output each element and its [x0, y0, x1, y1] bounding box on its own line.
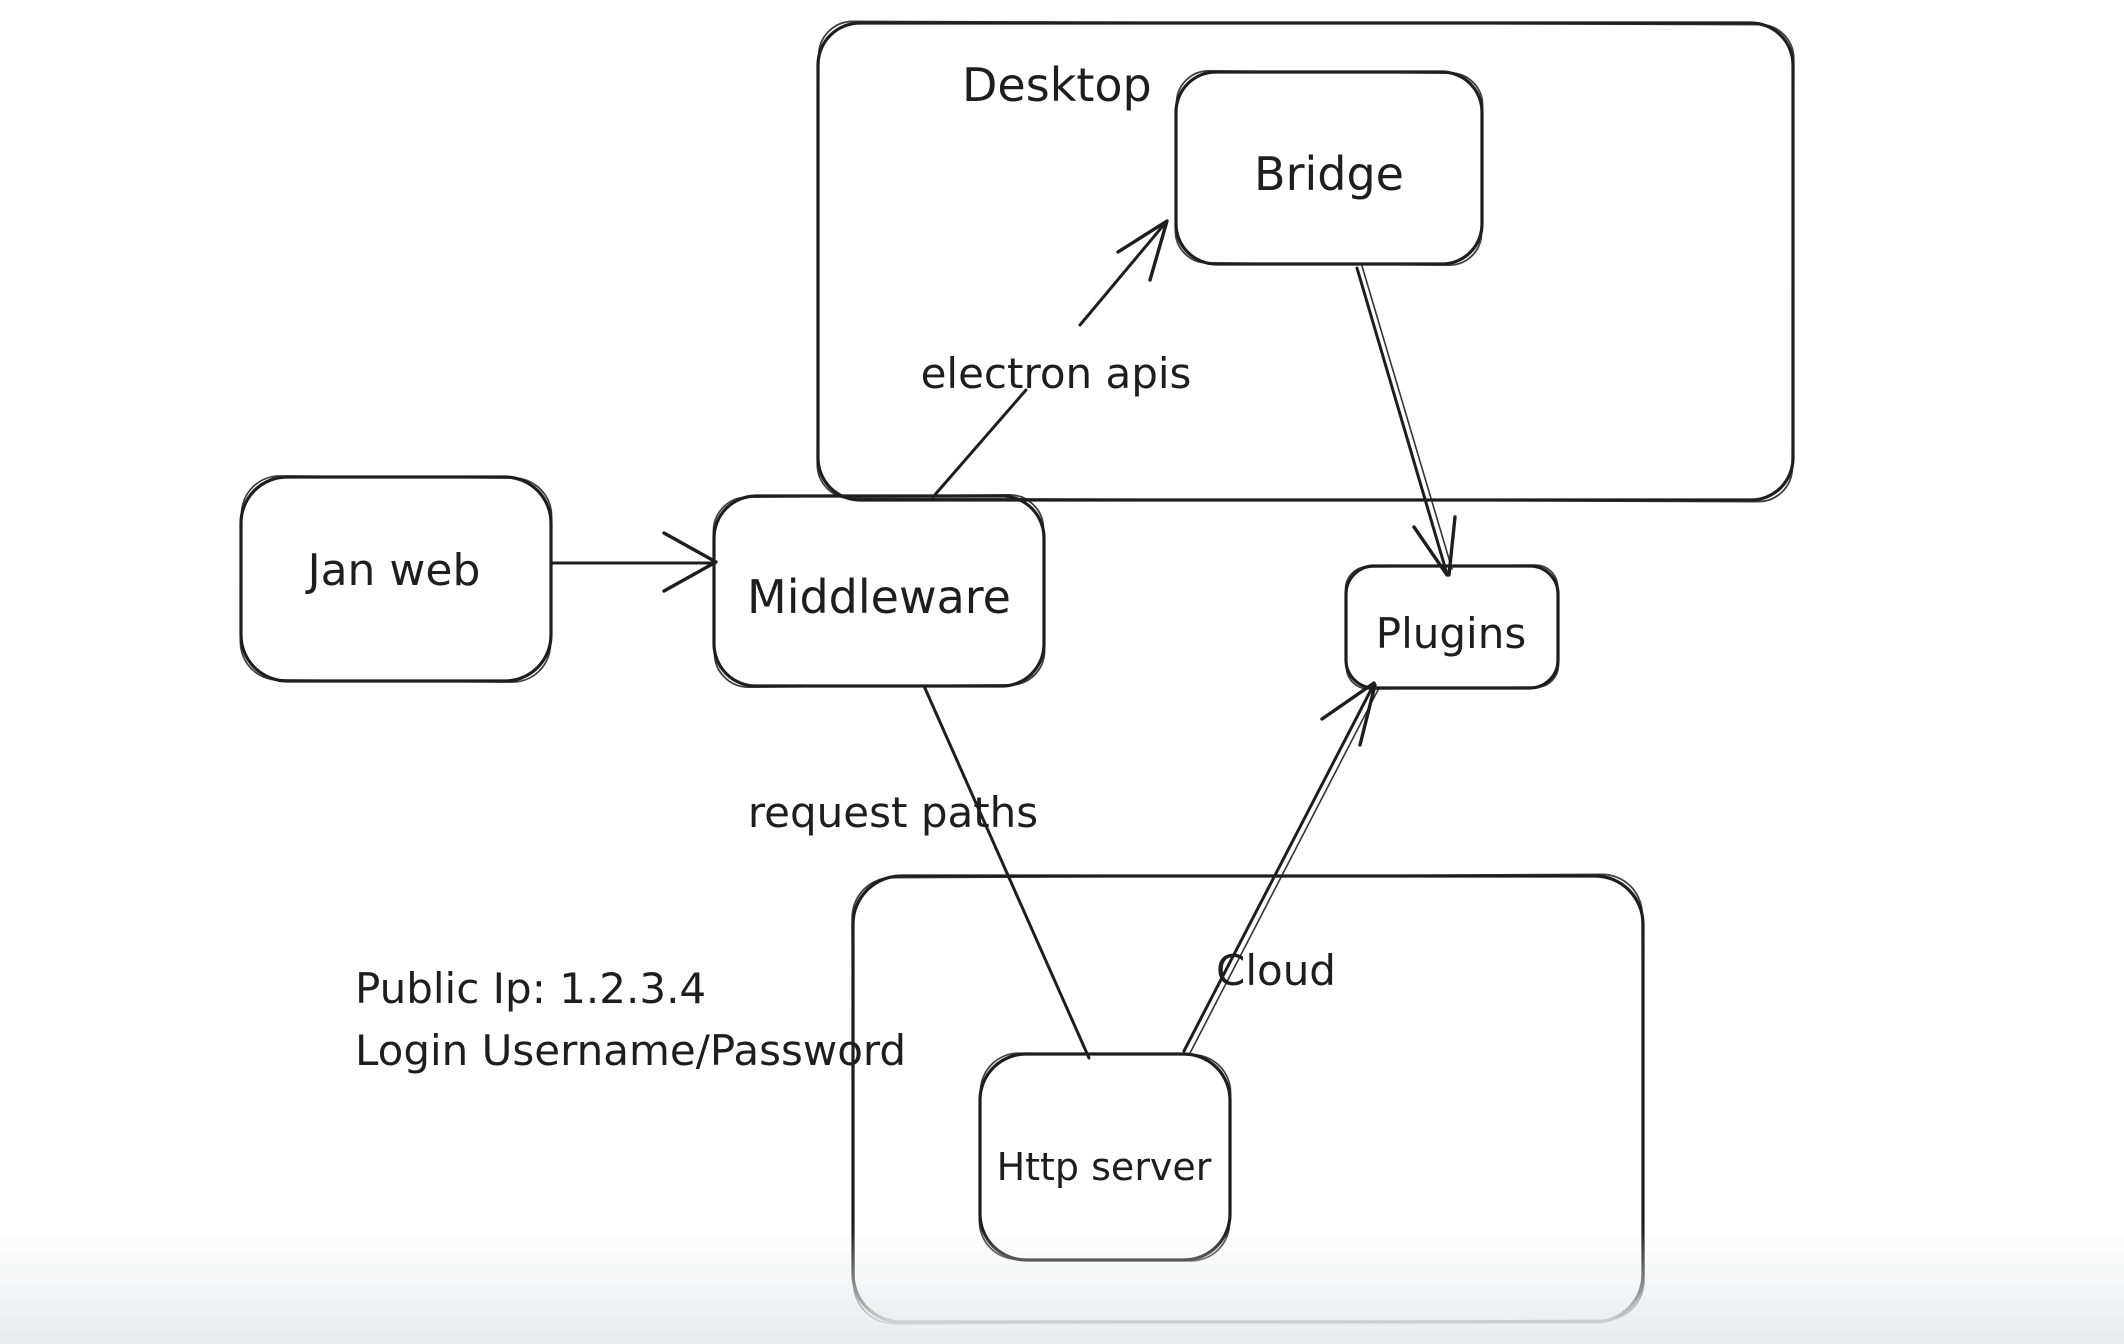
note-text[interactable]: Public Ip: 1.2.3.4 Login Username/Passwo…	[355, 964, 906, 1075]
node-middleware[interactable]: Middleware	[712, 493, 1046, 689]
electron-apis-edge-label[interactable]: electron apis	[921, 349, 1192, 398]
note-line-public-ip[interactable]: Public Ip: 1.2.3.4	[355, 964, 706, 1013]
edge-middleware-to-http-server[interactable]	[922, 684, 1091, 1060]
edge-line[interactable]	[922, 684, 1091, 1060]
desktop-container-rect-sketch	[816, 20, 1795, 503]
cloud-container-label[interactable]: Cloud	[1216, 946, 1336, 995]
desktop-container-label[interactable]: Desktop	[962, 58, 1152, 112]
node-bridge[interactable]: Bridge	[1174, 70, 1484, 266]
jan-web-box-sketch	[239, 475, 553, 683]
edge-line[interactable]	[1355, 266, 1449, 576]
arrowhead-icon	[1116, 219, 1169, 282]
bridge-box-sketch	[1174, 70, 1484, 266]
http-server-label[interactable]: Http server	[997, 1145, 1212, 1189]
edge-line-sketch	[1361, 265, 1453, 570]
middleware-label[interactable]: Middleware	[747, 570, 1011, 624]
edge-jan-web-to-middleware[interactable]	[550, 531, 718, 593]
node-jan-web[interactable]: Jan web	[239, 475, 553, 683]
container-desktop[interactable]: Desktop	[816, 20, 1795, 503]
edge-line-sketch	[1188, 687, 1380, 1056]
edge-line[interactable]	[1078, 219, 1169, 327]
edge-bridge-to-plugins[interactable]	[1355, 265, 1457, 577]
request-paths-edge-label[interactable]: request paths	[748, 788, 1038, 837]
edge-line[interactable]	[1182, 682, 1376, 1053]
canvas-bottom-fade	[0, 1229, 2124, 1344]
plugins-label[interactable]: Plugins	[1376, 609, 1526, 658]
note-line-login[interactable]: Login Username/Password	[355, 1026, 906, 1075]
edge-http-server-to-plugins[interactable]	[1182, 681, 1380, 1056]
bridge-label[interactable]: Bridge	[1254, 147, 1404, 201]
middleware-box-sketch	[712, 493, 1046, 689]
edge-line[interactable]	[931, 388, 1028, 499]
edge-middleware-to-bridge[interactable]	[931, 219, 1169, 499]
arrowhead-icon	[662, 531, 718, 593]
plugins-box-sketch	[1344, 564, 1560, 690]
node-plugins[interactable]: Plugins	[1344, 564, 1560, 690]
jan-web-label[interactable]: Jan web	[305, 545, 481, 596]
